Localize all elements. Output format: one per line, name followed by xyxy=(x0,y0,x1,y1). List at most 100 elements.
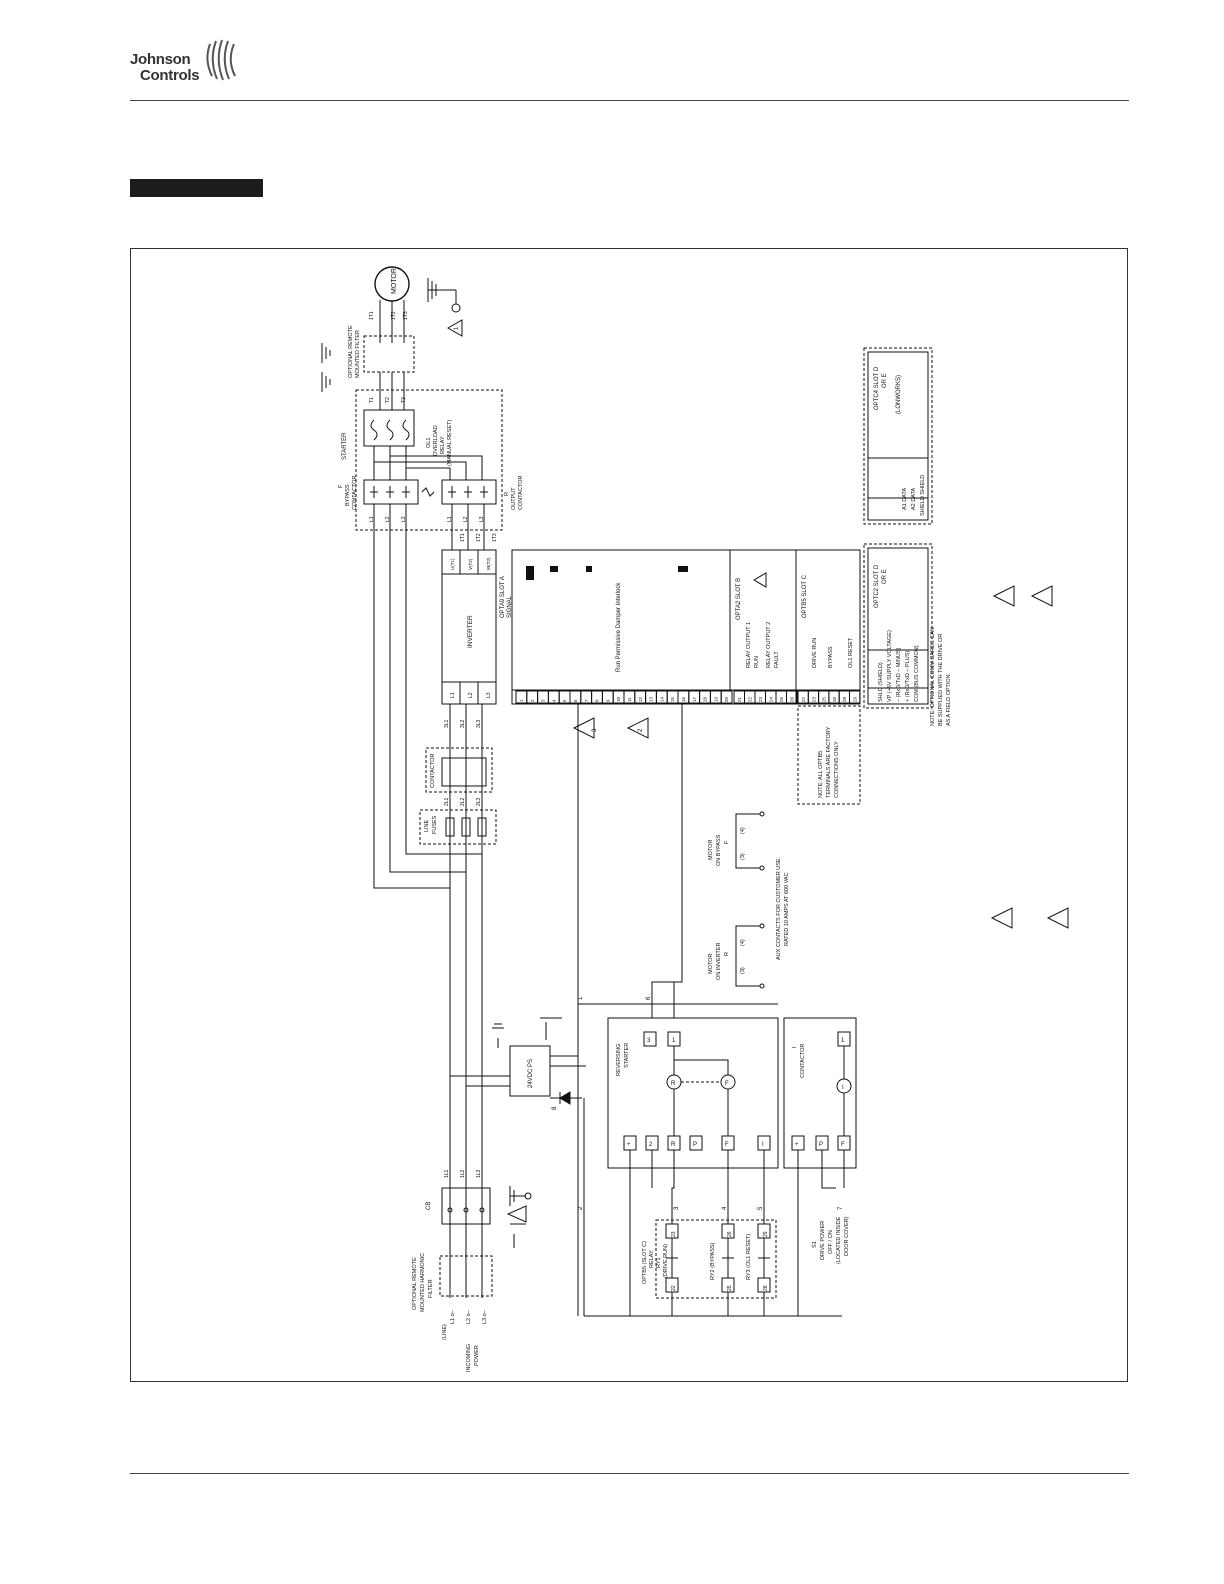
note-3: 3 xyxy=(592,728,598,732)
line-l1: L1 o– xyxy=(450,1309,456,1324)
terminal-c-label-23: 23 xyxy=(811,696,816,702)
i-contactor: I CONTACTOR I 1 + P F xyxy=(783,1017,857,1169)
relay-title-2: RELAY xyxy=(649,1250,655,1268)
line-l3: L3 o– xyxy=(482,1309,488,1324)
aux-contact-4b: (4) xyxy=(740,939,746,946)
inverter-out-u: U(T1) xyxy=(450,558,455,570)
circuit-breaker: CB xyxy=(426,1186,532,1248)
aux-note-2: RATED 10 AMPS AT 600 VAC xyxy=(784,872,790,946)
optb5-note-3: CONNECTIONS ONLY xyxy=(834,741,840,798)
rev-starter-label-1: REVERSING xyxy=(616,1044,622,1076)
output-term-l2: L2 xyxy=(463,516,469,522)
inverter-in-l1: L1 xyxy=(450,692,456,698)
terminal-b-26 xyxy=(786,690,798,704)
ry3-label: RY3 (OL1 RESET) xyxy=(746,1234,752,1280)
logo-wordmark: Johnson Controls xyxy=(130,52,200,84)
optc4-card: OPTC4 SLOT D OR E (LONWORKS) A1 DATA A2 … xyxy=(863,347,933,525)
line-fuses-label-1: LINE xyxy=(424,819,430,832)
section-label-bar xyxy=(130,179,263,197)
terminal-a-label-8: 8 xyxy=(595,699,600,702)
wire-num-6: 6 xyxy=(646,996,652,1000)
s1-label-4: (LOCATED INSIDE xyxy=(836,1216,842,1264)
logo-swirl-icon xyxy=(206,39,236,81)
incoming-2: POWER xyxy=(474,1345,480,1366)
terminal-a-label-4: 4 xyxy=(551,699,556,702)
optc2-row-4: + (RxD/TxD – PLUS) xyxy=(905,651,911,702)
damper-interlock-label: Run Permissive Damper Interlock xyxy=(616,582,622,672)
terminal-b-label-26: 26 xyxy=(790,696,795,702)
ic-bot-f: F xyxy=(841,1142,845,1148)
note-1: 1 xyxy=(454,326,460,330)
terminal-c-label-28: 28 xyxy=(842,696,847,702)
terminal-a-label-2: 2 xyxy=(530,699,535,702)
diode-icon xyxy=(550,1091,582,1105)
line-fuses-label-2: FUSES xyxy=(432,815,438,834)
overload-heaters-icon xyxy=(370,419,410,441)
inverter-out-v: V(T2) xyxy=(468,558,473,570)
terminal-c-29 xyxy=(849,690,861,704)
starter-term-1: T1 xyxy=(369,397,375,403)
relay1-label: RELAY OUTPUT 1 xyxy=(746,622,752,668)
wire-3l2: 3L2 xyxy=(460,719,466,728)
overload-label-4: (MANUAL RESET) xyxy=(447,420,453,466)
wiring-diagram: MOTOR 1T1 1T2 1T3 OPTIONAL REMOTE MOUNTE… xyxy=(321,266,1069,1372)
inverter-label: INVERTER xyxy=(467,615,474,648)
line-label: (LINE) xyxy=(442,1324,448,1340)
optb5-note-1: NOTE: ALL OPTB5 xyxy=(818,751,824,798)
optb5-bypass: BYPASS xyxy=(828,646,834,668)
motor-label: MOTOR xyxy=(391,268,398,294)
note-triangle-icons xyxy=(572,585,1069,929)
optc2-note-2: BE SUPPLIED WITH THE DRIVE OR xyxy=(938,634,944,726)
terminal-a-label-5: 5 xyxy=(562,699,567,702)
warning-triangle-icon xyxy=(753,572,767,588)
wire-num-1: 1 xyxy=(578,996,584,1000)
optc4-title-1: OPTC4 SLOT D xyxy=(874,366,880,410)
power-supply: 24VDC PS xyxy=(450,1017,586,1105)
bypass-contactor-label-3: CONTACTOR xyxy=(352,476,358,510)
ry1-name: RY1 xyxy=(656,1257,662,1268)
motor-term-1: 1T1 xyxy=(369,311,375,320)
wire-num-8: 8 xyxy=(552,1106,558,1110)
terminal-c-label-22: 22 xyxy=(801,696,806,702)
harmonic-filter-3: FILTER xyxy=(428,1279,434,1298)
optc4-row-3: SHIELD SHIELD xyxy=(920,475,926,516)
terminal-a-label-12: 12 xyxy=(638,696,643,702)
ic-top-1: 1 xyxy=(841,1038,845,1044)
starter-label: STARTER xyxy=(342,432,348,460)
terminal-c-label-29: 29 xyxy=(853,696,858,702)
opta9-title: OPTA9 SLOT A xyxy=(500,576,506,618)
line-fuses: LINE FUSES xyxy=(419,809,497,845)
relay-bot-28: 28 xyxy=(763,1285,769,1291)
i-coil: I xyxy=(842,1085,844,1091)
aux-bypass-3: F xyxy=(724,840,730,844)
terminal-a-label-10: 10 xyxy=(616,696,621,702)
input-contactor-label: CONTACTOR xyxy=(430,754,436,788)
s1-label-1: S1 xyxy=(812,1241,818,1248)
optc4-row-2: A2 DATA xyxy=(911,488,917,510)
wire-number-labels: 1 2 3 4 5 6 7 8 xyxy=(552,996,844,1210)
out-term-1t3: 1T3 xyxy=(492,533,498,542)
optc2-note-1: NOTE: OPTIONAL COMM CARDS CAN xyxy=(930,627,936,726)
optc4-sub: (LONWORKS) xyxy=(896,375,902,414)
aux-bypass-1: MOTOR xyxy=(708,840,714,860)
relay1-run: RUN xyxy=(754,656,760,668)
wire-num-2: 2 xyxy=(578,1206,584,1210)
input-contactor: CONTACTOR xyxy=(425,747,493,793)
relay2-fault: FAULT xyxy=(774,651,780,668)
ry1-desc: (DRIVE RUN) xyxy=(663,1244,669,1278)
optc2-row-5: COM (BUS COMMON) xyxy=(914,645,920,702)
io-card: OPTA9 SLOT A SIGNAL Run Permissive Dampe… xyxy=(500,549,861,705)
wire-2l2: 2L2 xyxy=(460,797,466,806)
coil-r: R xyxy=(671,1081,676,1087)
ground-icon xyxy=(427,278,463,337)
inverter-in-l3: L3 xyxy=(486,692,492,698)
cb-label: CB xyxy=(426,1202,432,1210)
i-contactor-label-1: I xyxy=(792,1046,798,1048)
rev-starter-label-2: STARTER xyxy=(624,1043,630,1068)
terminal-c-label-25: 25 xyxy=(822,696,827,702)
wire-num-3: 3 xyxy=(674,1206,680,1210)
motor-filter: OPTIONAL REMOTE MOUNTED FILTER xyxy=(321,325,415,392)
terminal-a-label-6: 6 xyxy=(573,699,578,702)
logo-line-2: Controls xyxy=(140,67,200,84)
